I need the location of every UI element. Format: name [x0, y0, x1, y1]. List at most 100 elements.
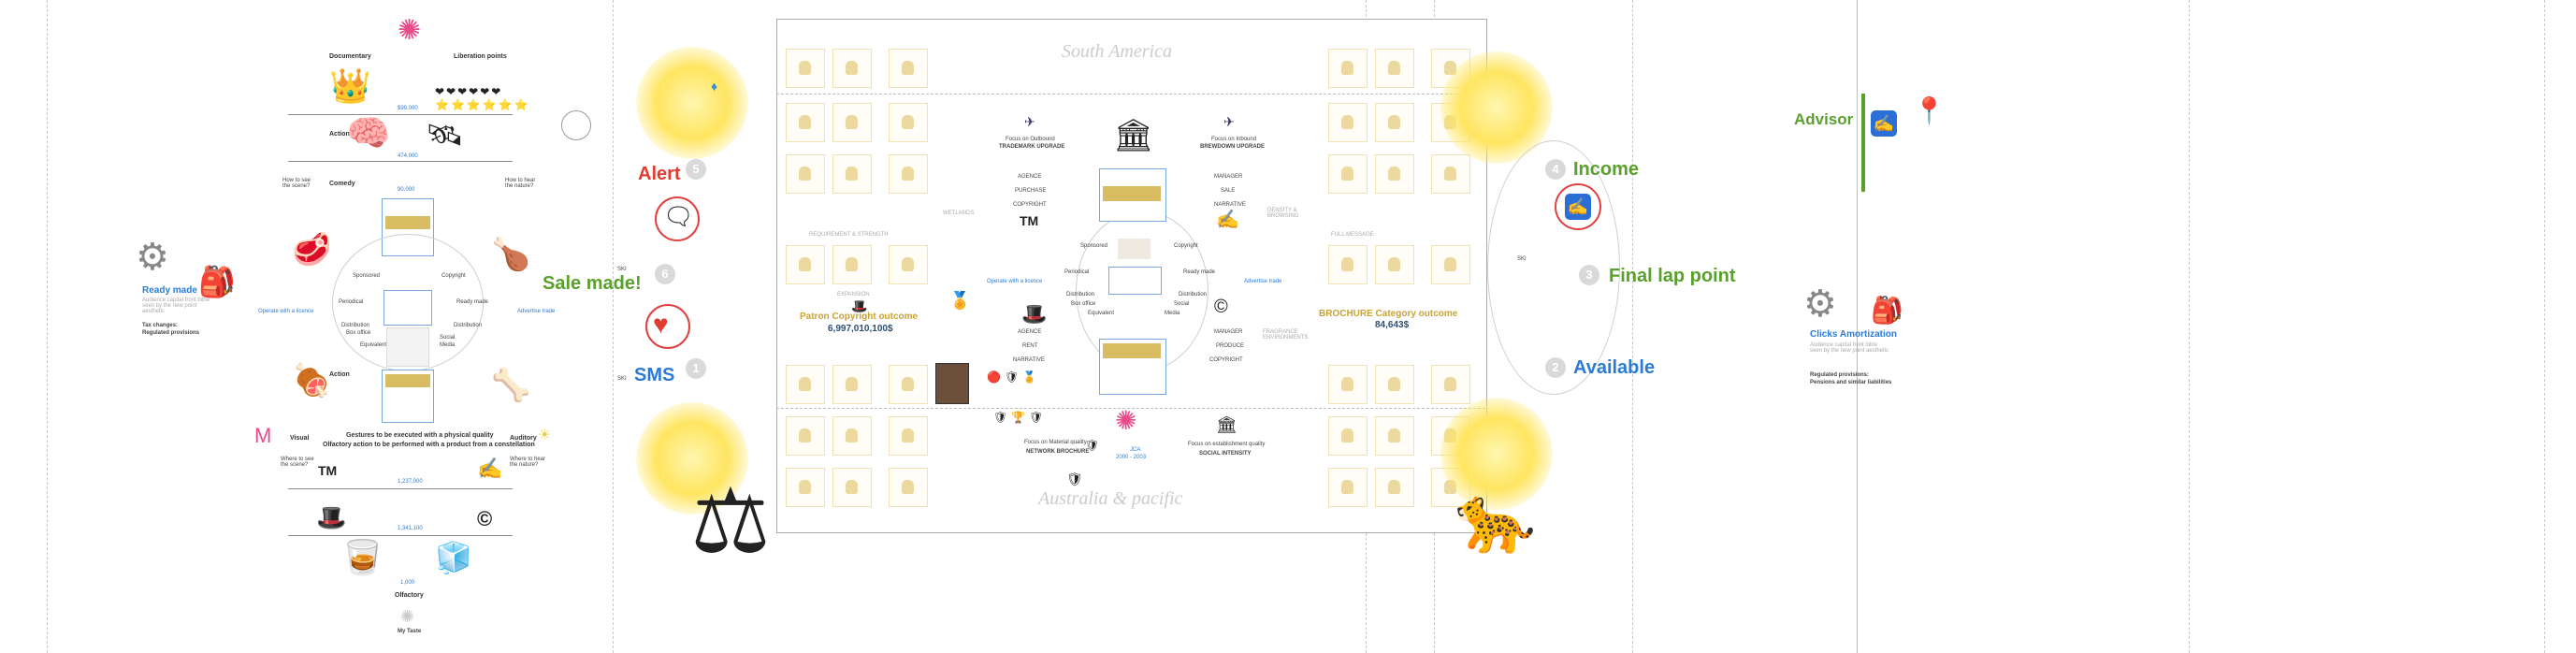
social-intensity-label: SOCIAL INTENSITY — [1199, 451, 1252, 457]
card[interactable] — [786, 416, 825, 456]
card[interactable] — [1328, 103, 1368, 142]
distribution-label: Distribution — [1066, 292, 1095, 297]
card[interactable] — [832, 154, 872, 194]
card[interactable] — [1375, 245, 1414, 284]
sun-decoration — [1440, 398, 1553, 510]
card[interactable] — [889, 416, 928, 456]
card[interactable] — [1431, 154, 1470, 194]
alert-label: Alert — [638, 164, 681, 184]
sun-decoration — [636, 47, 748, 159]
card[interactable] — [1375, 468, 1414, 507]
jca-label: JCA — [1130, 447, 1141, 453]
income-circle[interactable]: ✍ — [1555, 183, 1601, 230]
card[interactable] — [1328, 365, 1368, 404]
card[interactable] — [786, 468, 825, 507]
equivalent-label: Equivalent — [1088, 311, 1115, 316]
card[interactable] — [889, 49, 928, 88]
comedy-heading: Comedy — [329, 181, 355, 187]
hat-icon: 🎩 — [851, 298, 868, 313]
card[interactable] — [786, 365, 825, 404]
final-lap-point-label: Final lap point — [1609, 266, 1736, 286]
distribution-label: Distribution — [1179, 292, 1208, 297]
where-hear-label: Where to hear the nature? — [510, 457, 546, 468]
atom-icon — [561, 110, 591, 140]
card[interactable] — [832, 468, 872, 507]
operate-licence-label: Operate with a licence — [987, 279, 1043, 284]
pen-icon: ✍ — [1216, 210, 1239, 230]
app-icon[interactable]: ✍ — [1871, 110, 1897, 137]
expansion-label: EXPANSION — [837, 292, 870, 297]
card[interactable] — [786, 103, 825, 142]
card[interactable] — [832, 103, 872, 142]
operate-licence-label: Operate with a licence — [258, 309, 314, 314]
focus-outbound-label: Focus on Outbound — [1006, 137, 1055, 142]
classical-building-icon: 🏛 — [1113, 118, 1154, 153]
card[interactable] — [889, 365, 928, 404]
speech-bubble-icon: 🗨 — [663, 202, 695, 230]
card[interactable] — [832, 365, 872, 404]
gear-icon: ⚙ — [136, 237, 169, 278]
scales-icon: ⚖ — [690, 472, 772, 572]
regulated-label: Regulated provisions: — [1810, 372, 1870, 378]
ski-label: SKI — [617, 376, 627, 382]
card[interactable] — [1375, 365, 1414, 404]
card[interactable] — [1328, 416, 1368, 456]
pensions-label: Pensions and similar liabilities — [1810, 380, 1892, 385]
badge-3: 3 — [1579, 265, 1599, 285]
heart-circle[interactable]: ♥ — [645, 304, 690, 349]
card-stack-bottom[interactable] — [382, 370, 434, 423]
card[interactable] — [1431, 365, 1470, 404]
narrative-label: NARRATIVE — [1013, 357, 1045, 363]
card[interactable] — [786, 49, 825, 88]
about-media-box[interactable] — [384, 290, 432, 326]
card[interactable] — [832, 245, 872, 284]
card[interactable] — [889, 468, 928, 507]
value-label: 474,000 — [398, 153, 418, 159]
center-card-bottom[interactable] — [1099, 339, 1166, 395]
plane-icon: ✈ — [1024, 114, 1035, 129]
advisor-bar — [1861, 94, 1865, 192]
card[interactable] — [1375, 49, 1414, 88]
card[interactable] — [1328, 49, 1368, 88]
advertise-trade-label: Advertise trade — [1244, 279, 1282, 284]
app-icon: ✍ — [1565, 194, 1591, 220]
card[interactable] — [1375, 416, 1414, 456]
card[interactable] — [786, 154, 825, 194]
card[interactable] — [1431, 245, 1470, 284]
card[interactable] — [889, 103, 928, 142]
card[interactable] — [1328, 245, 1368, 284]
requirement-label: REQUIREMENT & STRENGTH — [809, 232, 889, 238]
card[interactable] — [1328, 468, 1368, 507]
guide-line-blue — [1857, 0, 1858, 653]
card[interactable] — [832, 49, 872, 88]
center-media-box[interactable] — [1108, 267, 1162, 295]
card[interactable] — [832, 416, 872, 456]
drumstick-icon: 🍗 — [491, 237, 531, 272]
pin-icon[interactable]: 📍 — [1913, 96, 1946, 125]
guide-line — [613, 0, 614, 653]
divider — [288, 161, 513, 162]
full-message-label: FULL MESSAGE — [1331, 232, 1374, 238]
shield-icon: 🛡 — [1085, 439, 1100, 452]
ready-made-label: Ready made — [1183, 269, 1216, 275]
portrait-image — [935, 363, 969, 404]
card[interactable] — [889, 245, 928, 284]
sale-made-label: Sale made! — [543, 273, 642, 294]
card[interactable] — [1375, 154, 1414, 194]
center-card-top[interactable] — [1099, 168, 1166, 222]
action-heading: Action — [329, 131, 350, 138]
gestures-label: Gestures to be executed with a physical … — [346, 432, 494, 439]
card[interactable] — [889, 154, 928, 194]
card[interactable] — [1375, 103, 1414, 142]
trademark-upgrade-label: TRADEMARK UPGRADE — [999, 144, 1065, 150]
card[interactable] — [786, 245, 825, 284]
value-label: 90,000 — [398, 187, 415, 193]
social-label: Social — [1174, 301, 1190, 307]
alert-circle[interactable]: 🗨 — [655, 196, 700, 241]
classical-building-icon: 🏛 — [1216, 415, 1237, 434]
brewdown-upgrade-label: BREWDOWN UPGRADE — [1200, 144, 1265, 150]
value-label: 1,341,100 — [398, 526, 423, 531]
guide-line — [2544, 0, 2545, 653]
letter-m-icon: M — [254, 424, 272, 447]
card[interactable] — [1328, 154, 1368, 194]
